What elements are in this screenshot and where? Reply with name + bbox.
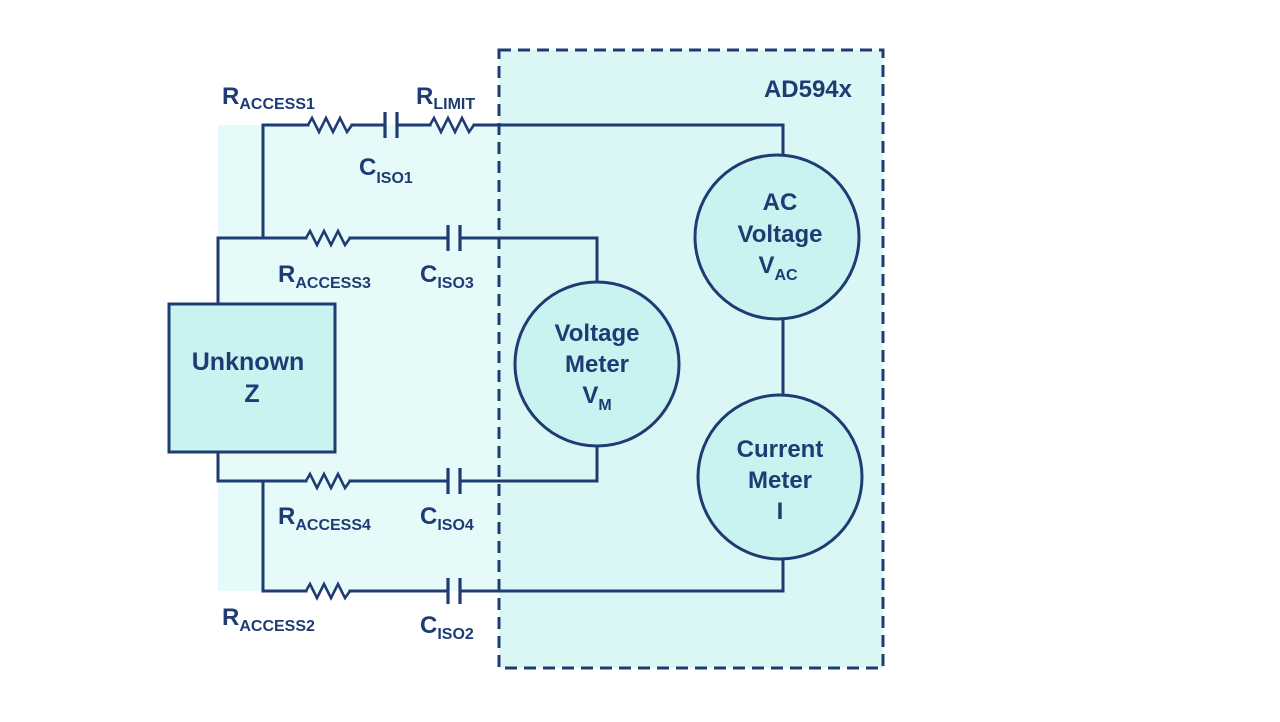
ac-voltage-symbol: VAC	[758, 252, 798, 284]
ac-voltage-line1: AC	[763, 189, 798, 216]
voltage-meter-symbol: VM	[582, 382, 611, 414]
label-c-iso1: CISO1	[359, 154, 413, 187]
wires	[216, 123, 785, 593]
unknown-z-box	[167, 302, 337, 454]
capacitor-c-iso2	[446, 578, 462, 604]
label-r-limit: RLIMIT	[416, 83, 475, 113]
current-meter-circle	[696, 393, 864, 561]
capacitor-c-iso4	[446, 468, 462, 494]
current-meter-line1: Current	[737, 436, 824, 463]
label-c-iso3: CISO3	[420, 261, 474, 292]
label-r-access4: RACCESS4	[278, 503, 371, 534]
ac-voltage-line2: Voltage	[738, 221, 823, 248]
resistor-r-limit	[428, 115, 476, 135]
voltage-meter-line1: Voltage	[555, 320, 640, 347]
label-c-iso4: CISO4	[420, 503, 474, 534]
voltage-meter-line2: Meter	[565, 351, 629, 378]
resistor-r-access3	[304, 228, 352, 248]
ac-voltage-circle	[693, 153, 861, 321]
unknown-z-line2: Z	[244, 380, 259, 408]
resistor-r-access4	[304, 471, 352, 491]
capacitor-c-iso1	[383, 112, 399, 138]
ad594x-label: AD594x	[764, 76, 853, 103]
voltage-meter-circle	[513, 280, 681, 448]
current-meter-line2: Meter	[748, 467, 812, 494]
capacitor-c-iso3	[446, 225, 462, 251]
current-meter-symbol: I	[777, 498, 784, 525]
resistor-r-access2	[304, 581, 352, 601]
label-r-access2: RACCESS2	[222, 604, 315, 635]
label-c-iso2: CISO2	[420, 612, 474, 643]
label-r-access1: RACCESS1	[222, 83, 315, 113]
resistor-r-access1	[306, 115, 354, 135]
unknown-z-line1: Unknown	[192, 348, 305, 376]
label-r-access3: RACCESS3	[278, 261, 371, 292]
